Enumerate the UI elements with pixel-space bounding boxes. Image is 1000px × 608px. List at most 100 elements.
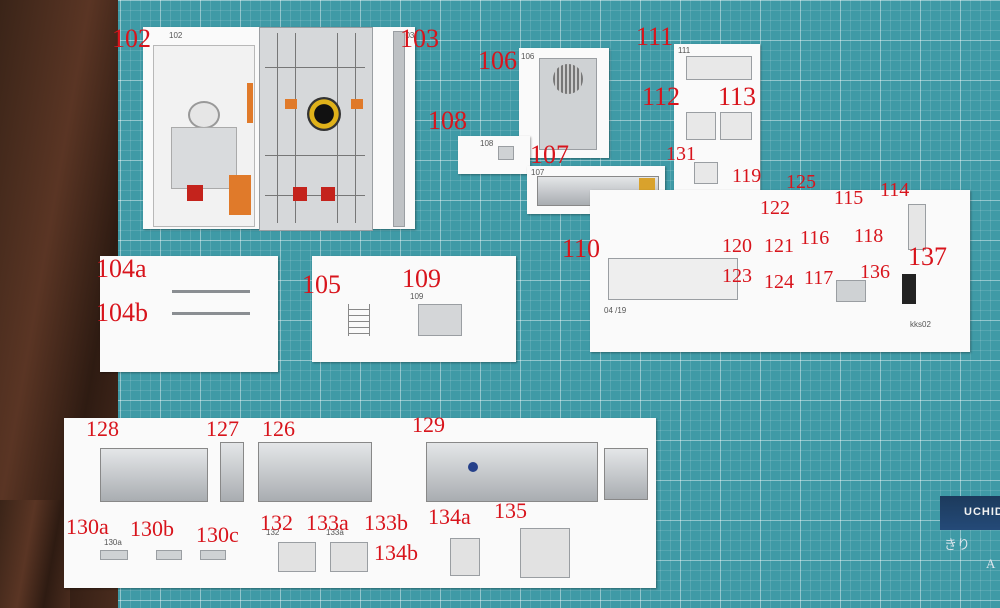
print-130a: 130a [104, 538, 122, 547]
uchida-tape: UCHIDA [940, 496, 1000, 530]
part-113 [720, 112, 752, 140]
part-105-ladder [348, 304, 370, 336]
part-102-deck [171, 127, 237, 189]
part-103-red-left [293, 187, 307, 201]
part-109 [418, 304, 462, 336]
label-131: 131 [666, 143, 696, 165]
wooden-table-corner [0, 500, 70, 608]
label-111: 111 [636, 22, 674, 51]
label-129: 129 [412, 412, 445, 437]
tape-text: きり [944, 537, 971, 552]
print-103: 103 [401, 31, 415, 40]
part-102-hatch [188, 101, 220, 129]
part-132 [278, 542, 316, 572]
part-129-gauge [468, 462, 478, 472]
print-102: 102 [169, 31, 183, 40]
part-130b [156, 550, 182, 560]
print-106: 106 [521, 52, 535, 61]
label-120: 120 [722, 235, 752, 257]
part-126 [258, 442, 372, 502]
print-109: 109 [410, 292, 424, 301]
label-104b: 104b [96, 298, 148, 327]
part-107-orange [639, 178, 655, 190]
label-106: 106 [478, 46, 517, 75]
part-108-box [498, 146, 514, 160]
part-137 [902, 274, 916, 304]
part-103-red-right [321, 187, 335, 201]
part-112 [686, 112, 716, 140]
label-122: 122 [760, 197, 790, 219]
part-134a [450, 538, 480, 576]
label-136: 136 [860, 261, 890, 283]
sheet-110: 04 /19 kks02 [590, 190, 970, 352]
part-136 [836, 280, 866, 302]
part-103-strip [393, 31, 405, 227]
part-129-end [604, 448, 648, 500]
part-114 [908, 204, 926, 250]
sheet-bottom-panels: 130a 132 133a [64, 418, 656, 588]
tape-text-2: A [986, 556, 996, 571]
label-119: 119 [732, 165, 762, 187]
label-127: 127 [206, 416, 239, 441]
label-124: 124 [764, 271, 794, 293]
part-127 [220, 442, 244, 502]
part-130c [200, 550, 226, 560]
label-107: 107 [530, 140, 569, 169]
label-133a: 133a [306, 510, 349, 535]
label-108: 108 [428, 106, 467, 135]
print-132: 132 [266, 528, 280, 537]
label-117: 117 [804, 267, 834, 289]
print-111: 111 [678, 46, 691, 55]
label-112: 112 [642, 82, 681, 111]
sheet-102-103: 102 103 [143, 27, 415, 231]
part-135 [520, 528, 570, 578]
part-102-red-square [187, 185, 203, 201]
label-121: 121 [764, 235, 794, 257]
label-133b: 133b [364, 510, 408, 535]
label-103: 103 [400, 24, 439, 53]
label-110: 110 [562, 234, 601, 263]
sheet-105-109: 109 [312, 256, 516, 362]
label-123: 123 [722, 265, 752, 287]
label-125: 125 [786, 171, 816, 193]
part-128 [100, 448, 208, 502]
tape-brand: UCHIDA [964, 506, 1000, 518]
sheet-106: 106 [519, 48, 609, 158]
label-115: 115 [834, 187, 864, 209]
label-104a: 104a [96, 254, 147, 283]
label-130a: 130a [66, 514, 109, 539]
label-132: 132 [260, 510, 293, 535]
label-109: 109 [402, 264, 441, 293]
part-103-orange-left [285, 99, 297, 109]
print-110-date: 04 /19 [604, 306, 627, 315]
part-130a [100, 550, 128, 560]
part-111 [686, 56, 752, 80]
part-110 [608, 258, 738, 300]
label-137: 137 [908, 242, 947, 271]
part-129 [426, 442, 598, 502]
label-130b: 130b [130, 516, 174, 541]
part-103-orange-right [351, 99, 363, 109]
print-133a: 133a [326, 528, 344, 537]
label-134b: 134b [374, 540, 418, 565]
print-107: 107 [531, 168, 545, 177]
label-118: 118 [854, 225, 884, 247]
label-116: 116 [800, 227, 830, 249]
label-135: 135 [494, 498, 527, 523]
part-106-grille [553, 64, 583, 94]
part-103-yellow-hatch [307, 97, 341, 131]
label-105: 105 [302, 270, 341, 299]
label-130c: 130c [196, 522, 239, 547]
label-113: 113 [718, 82, 757, 111]
part-102-orange-strip [247, 83, 253, 123]
label-126: 126 [262, 416, 295, 441]
sheet-108: 108 [458, 136, 530, 174]
part-102-orange-corner [229, 175, 251, 215]
label-134a: 134a [428, 504, 471, 529]
label-102: 102 [112, 24, 151, 53]
part-133a [330, 542, 368, 572]
sheet-111: 111 [674, 44, 760, 192]
print-108: 108 [480, 139, 494, 148]
part-104a [172, 290, 250, 293]
